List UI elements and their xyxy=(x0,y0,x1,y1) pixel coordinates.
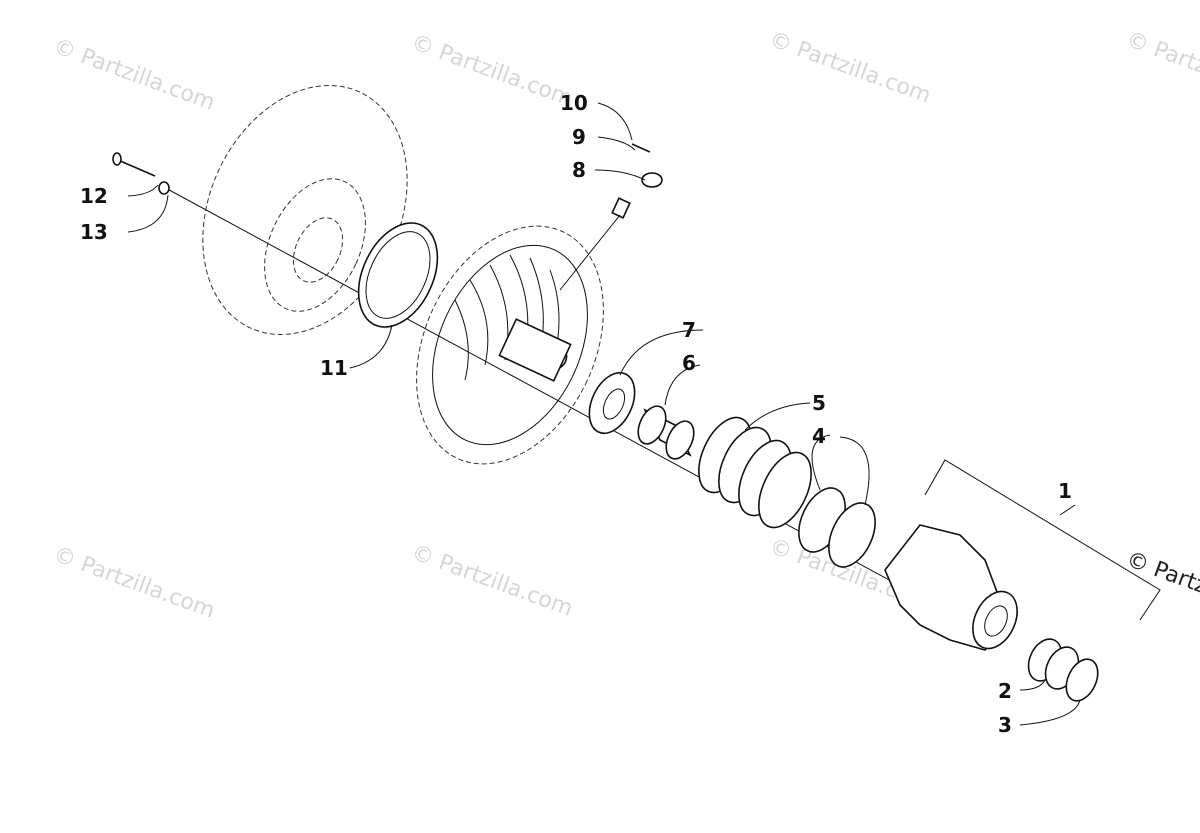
watermark-edge: © Partz xyxy=(1123,547,1200,599)
helix-cam xyxy=(884,524,1018,651)
callout-6: 6 xyxy=(682,351,696,375)
callout-8: 8 xyxy=(572,158,586,182)
sheave-inner xyxy=(416,225,604,465)
leader-lines xyxy=(127,102,1081,726)
watermark: © Partzilla.com xyxy=(50,542,218,624)
snap-ring xyxy=(1065,658,1099,702)
callout-11: 11 xyxy=(320,356,348,380)
callout-10: 10 xyxy=(560,91,588,115)
gasket-ring xyxy=(357,222,439,328)
watermark-group: © Partzilla.com © Partzilla.com © Partzi… xyxy=(50,27,1200,624)
watermark: © Partzilla.com xyxy=(50,34,218,116)
watermark: © Partzilla.com xyxy=(1123,27,1200,109)
washer xyxy=(588,371,636,435)
callout-4: 4 xyxy=(812,424,826,448)
callout-7: 7 xyxy=(682,318,696,342)
callout-2: 2 xyxy=(998,679,1012,703)
callout-13: 13 xyxy=(80,220,108,244)
callout-5: 5 xyxy=(812,391,826,415)
callout-3: 3 xyxy=(998,713,1012,737)
callout-1: 1 xyxy=(1058,479,1072,503)
spring xyxy=(698,416,812,529)
watermark: © Partzilla.com xyxy=(766,27,934,109)
spring-rings xyxy=(798,487,876,568)
callout-12: 12 xyxy=(80,184,108,208)
assembly-axis xyxy=(159,184,1001,641)
bushing xyxy=(637,405,695,460)
callout-9: 9 xyxy=(572,125,586,149)
watermark: © Partzilla.com xyxy=(408,30,576,112)
group-bracket xyxy=(924,459,1161,621)
bolt-and-washer xyxy=(112,152,170,195)
small-hardware xyxy=(559,143,663,291)
callout-labels: 1 2 3 4 5 6 7 8 9 10 11 12 13 xyxy=(80,91,1072,737)
watermark: © Partzilla.com xyxy=(408,540,576,622)
